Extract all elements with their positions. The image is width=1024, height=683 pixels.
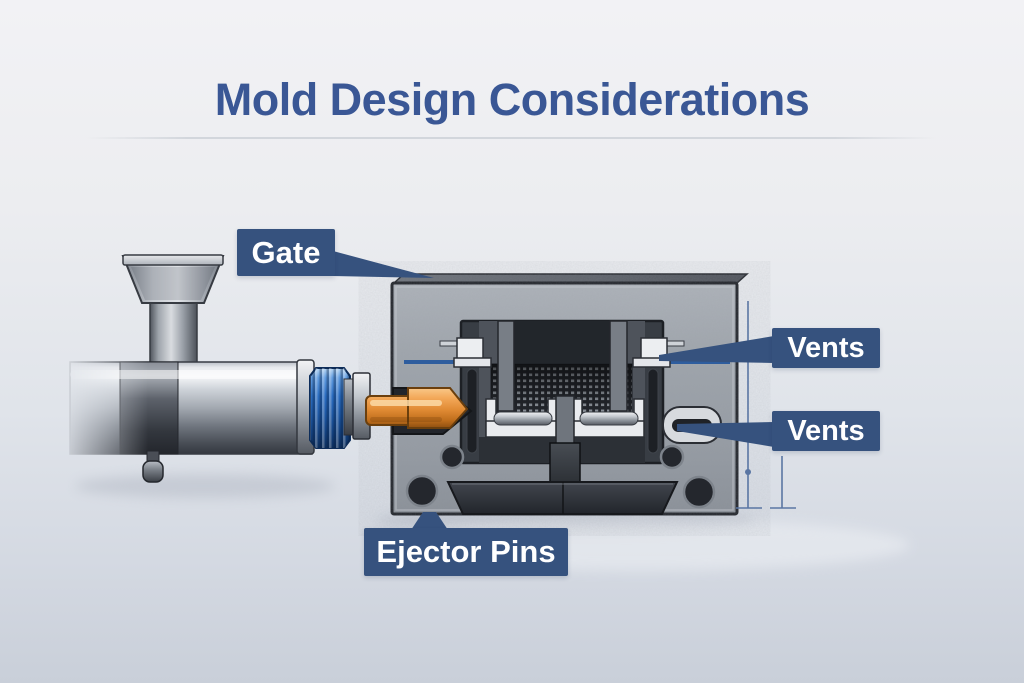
callout-ejector-pins: Ejector Pins <box>364 528 568 576</box>
ejector-slot-right <box>647 368 659 454</box>
blue-ribbed-collar <box>309 367 351 449</box>
ejector-pins-pointer <box>411 512 448 530</box>
vents-top-pointer <box>659 336 774 363</box>
gate-pointer <box>333 251 434 278</box>
callout-vents-top: Vents <box>772 328 880 368</box>
bolt-holes <box>405 444 716 509</box>
title-underline <box>86 137 936 139</box>
hopper <box>121 254 225 371</box>
callout-vents-side: Vents <box>772 411 880 451</box>
injection-barrel <box>69 361 313 455</box>
callout-ejector-pins-label: Ejector Pins <box>376 534 556 569</box>
injection-unit <box>69 254 469 483</box>
mold-cavity <box>459 319 665 511</box>
cavity-core-block <box>514 321 611 369</box>
pin-channels <box>485 395 645 447</box>
callout-vents-top-label: Vents <box>787 331 865 364</box>
callout-gate: Gate <box>237 229 335 276</box>
vent-inserts <box>404 337 730 368</box>
valve-knob <box>142 450 164 483</box>
ejector-plate <box>446 481 679 515</box>
vents-side-pointer <box>677 422 774 447</box>
nozzle <box>365 387 469 429</box>
callout-gate-label: Gate <box>251 234 321 270</box>
callout-vents-side-label: Vents <box>787 414 865 447</box>
dimension-lines <box>736 301 796 509</box>
callout-pointers <box>333 251 774 530</box>
page-title: Mold Design Considerations <box>214 74 810 125</box>
